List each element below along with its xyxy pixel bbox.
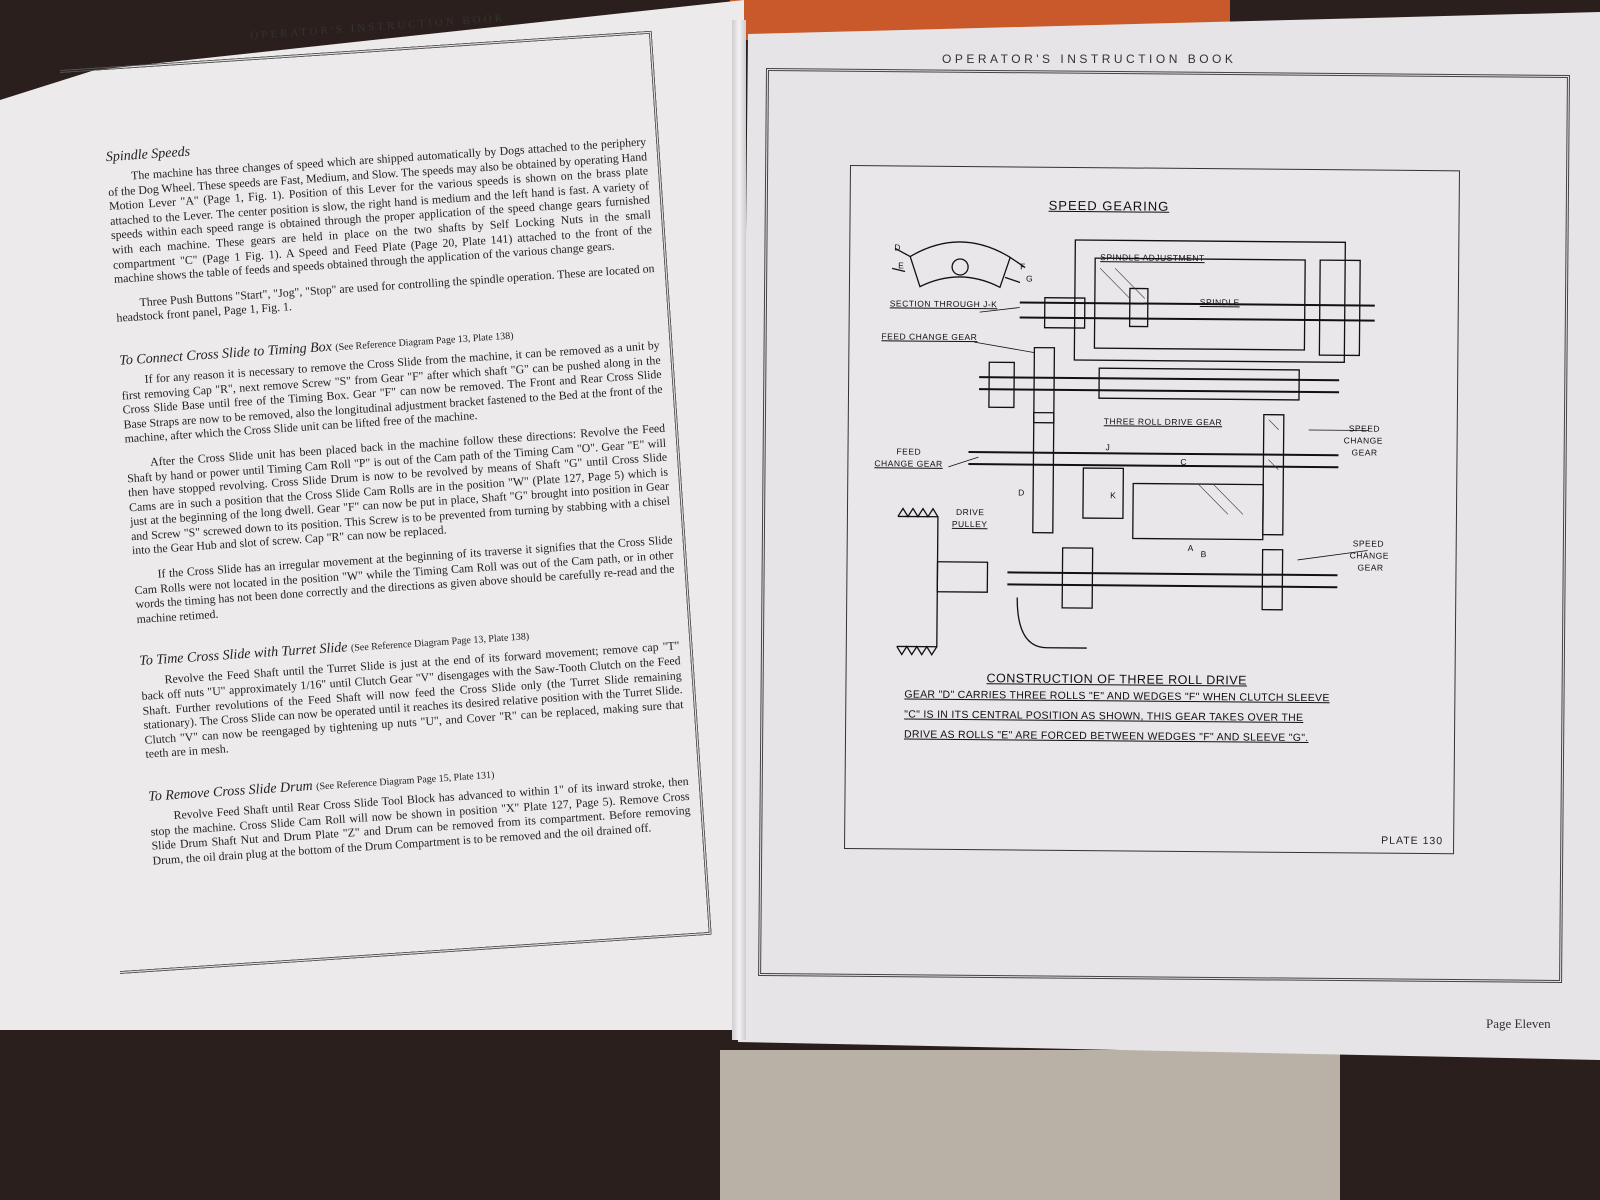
label-d-lower: D — [1018, 487, 1025, 498]
page-number: Page Eleven — [1486, 1016, 1551, 1031]
section-remove-cross-slide-drum: To Remove Cross Slide Drum (See Referenc… — [148, 754, 692, 868]
label-a: A — [1187, 542, 1194, 554]
label-speed-change-gear-2: GEAR — [1357, 562, 1384, 573]
left-page-body: Spindle Speeds The machine has three cha… — [105, 114, 693, 896]
plate-frame: SPEED GEARING — [844, 165, 1460, 855]
label-k: K — [1110, 490, 1117, 501]
label-spindle: SPINDLE — [1199, 297, 1240, 308]
label-drive-pulley: PULLEY — [951, 518, 988, 530]
section-connect-cross-slide: To Connect Cross Slide to Timing Box (Se… — [119, 318, 676, 627]
left-page — [0, 0, 744, 1030]
label-three-roll-drive-gear: THREE ROLL DRIVE GEAR — [1103, 416, 1223, 428]
label-speed-change-gear-1: CHANGE — [1343, 435, 1384, 446]
caption-title: CONSTRUCTION OF THREE ROLL DRIVE — [986, 671, 1248, 688]
label-drive-pulley: DRIVE — [955, 506, 985, 518]
label-d: D — [894, 242, 901, 253]
left-page-text-frame: Spindle Speeds The machine has three cha… — [60, 30, 712, 975]
label-feed-change-gear: CHANGE GEAR — [874, 458, 943, 469]
speed-gearing-drawing — [891, 239, 1375, 656]
label-speed-change-gear-1: SPEED — [1348, 423, 1381, 434]
diagram-title: SPEED GEARING — [1048, 197, 1170, 214]
label-section-through: SECTION THROUGH J-K — [889, 298, 998, 310]
label-spindle-adjustment: SPINDLE ADJUSTMENT — [1100, 252, 1205, 264]
section-time-cross-slide: To Time Cross Slide with Turret Slide (S… — [139, 619, 685, 762]
label-j: J — [1105, 442, 1111, 453]
label-speed-change-gear-2: CHANGE — [1349, 550, 1390, 561]
plate-number: PLATE 130 — [1381, 834, 1444, 848]
caption-line: GEAR "D" CARRIES THREE ROLLS "E" AND WED… — [904, 688, 1330, 705]
label-speed-change-gear-1: GEAR — [1351, 447, 1378, 458]
label-feed-change-gear-top: FEED CHANGE GEAR — [881, 331, 978, 343]
label-g: G — [1025, 273, 1034, 284]
book-gutter — [732, 20, 746, 1040]
label-f: F — [1020, 261, 1026, 272]
section-spindle-speeds: Spindle Speeds The machine has three cha… — [105, 114, 655, 325]
label-c: C — [1180, 456, 1188, 467]
label-speed-change-gear-2: SPEED — [1352, 538, 1385, 549]
caption-line: "C" IS IN ITS CENTRAL POSITION AS SHOWN,… — [904, 708, 1304, 724]
right-page-header: OPERATOR'S INSTRUCTION BOOK — [942, 52, 1237, 66]
background-box — [720, 1050, 1340, 1200]
caption-line: DRIVE AS ROLLS "E" ARE FORCED BETWEEN WE… — [903, 728, 1309, 745]
label-e: E — [898, 260, 905, 271]
label-feed-change-gear: FEED — [896, 446, 922, 457]
label-b: B — [1200, 549, 1207, 560]
